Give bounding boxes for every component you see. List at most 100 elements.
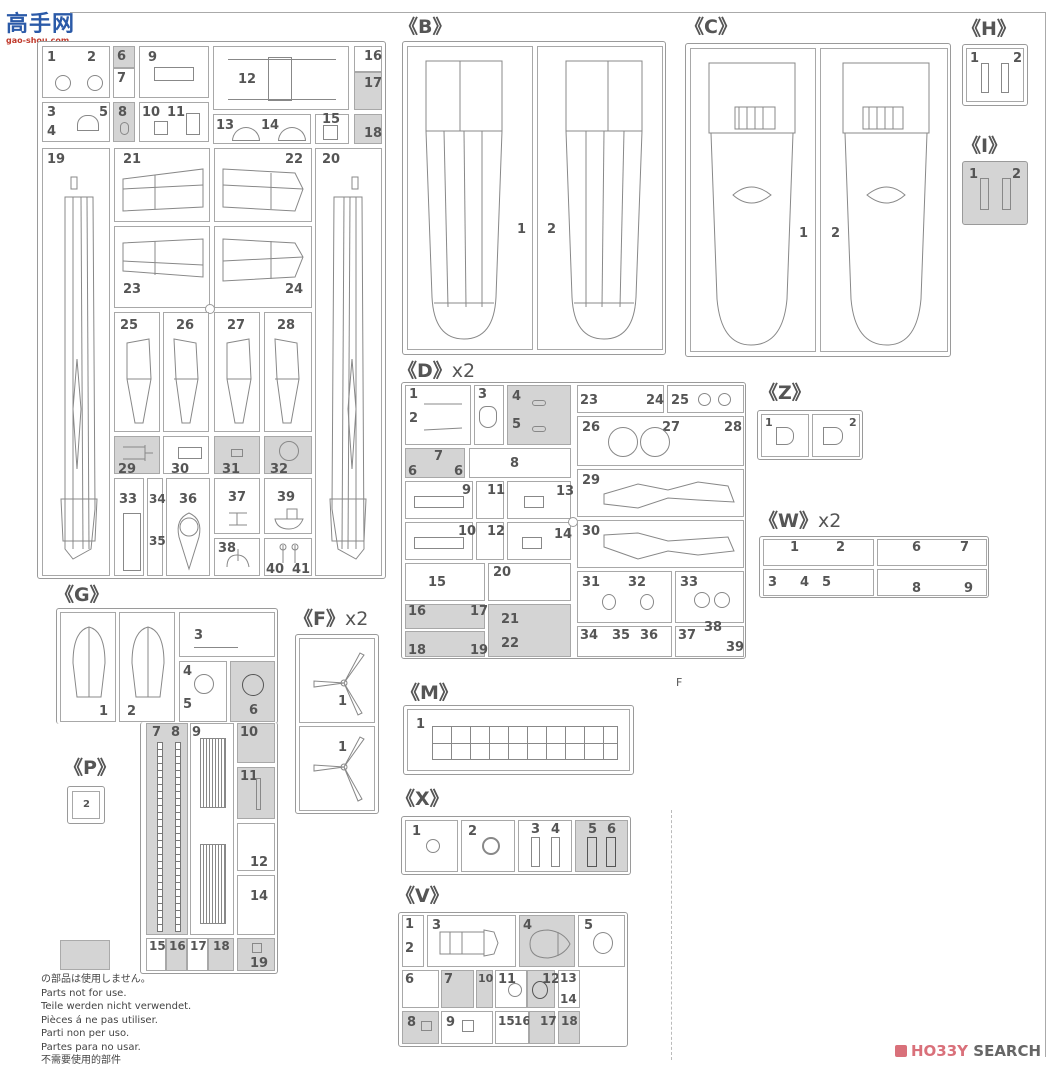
square-part-icon (323, 125, 338, 140)
disc-icon (694, 592, 710, 608)
sprue-g-title: 《G》 (55, 586, 109, 605)
part-number: 2 (1012, 167, 1022, 182)
part-number: 5 (584, 918, 594, 933)
window-icon (551, 837, 560, 867)
seat-rail-icon (175, 742, 181, 932)
part-v1-v2: 1 2 (402, 915, 424, 967)
door-part-icon (1001, 63, 1009, 93)
part-h1-h2: 1 2 (966, 48, 1024, 102)
seat-icon (522, 537, 542, 549)
part-a37: 37 (214, 478, 260, 534)
part-number: 21 (123, 152, 142, 167)
part-number: 24 (285, 282, 304, 297)
part-number: 1 (99, 704, 109, 719)
part-number: 7 (117, 71, 127, 86)
part-x5-x6: 5 6 (575, 820, 628, 872)
hatch-icon (823, 427, 843, 445)
sprue-letter: 《X》 (396, 788, 449, 810)
part-number: 33 (119, 492, 138, 507)
sheet-border-top (70, 12, 1045, 13)
part-a19-fuselage-left: 19 (42, 148, 110, 576)
part-number: 12 (238, 72, 257, 87)
part-number: 24 (646, 393, 665, 408)
seat-icon (524, 496, 544, 508)
part-number: 1 (790, 540, 800, 555)
part-d15: 15 (405, 563, 485, 601)
part-number: 11 (498, 972, 517, 987)
part-number: 22 (501, 636, 520, 651)
cut-line (671, 810, 672, 1060)
part-f1-propeller: 1 (299, 638, 375, 723)
part-d1-d2: 1 2 (405, 385, 471, 445)
door-part-icon (981, 63, 989, 93)
part-number: 10 (240, 725, 259, 740)
part-a20-fuselage-right: 20 (315, 148, 382, 576)
hatch-icon (776, 427, 794, 445)
part-a38: 38 (214, 538, 260, 576)
part-d14: 14 (507, 522, 572, 560)
part-number: 4 (551, 822, 561, 837)
part-number: 6 (117, 49, 127, 64)
panel-strip-icon (414, 537, 464, 549)
part-number: 8 (912, 581, 922, 596)
sprue-d: 1 2 3 4 5 7 6 6 8 9 11 13 10 12 14 (401, 382, 746, 659)
part-number: 6 (249, 703, 259, 718)
part-number: 19 (250, 956, 269, 971)
part-number: 28 (724, 420, 743, 435)
part-number: 1 (409, 387, 419, 402)
part-number: 2 (127, 704, 137, 719)
pod-icon (532, 426, 546, 432)
part-number: 17 (470, 604, 489, 619)
part-a32: 32 (264, 436, 312, 476)
note-line-fr: Pièces á ne pas utiliser. (41, 1014, 158, 1026)
part-g2-cowling: 2 (119, 612, 175, 722)
ring-icon (532, 981, 548, 999)
part-a16: 16 (354, 46, 382, 72)
sprue-x: 1 2 3 4 5 6 (401, 816, 631, 875)
door-part-icon (1002, 178, 1011, 210)
part-d13: 13 (507, 481, 574, 519)
sprue-letter: 《W》 (759, 510, 818, 532)
part-number: 9 (446, 1015, 456, 1030)
part-d8: 8 (469, 448, 571, 478)
part-a13-a14: 13 14 (213, 114, 311, 144)
part-number: 19 (470, 643, 489, 658)
part-number: 3 (432, 918, 442, 933)
part-number: 3 (768, 575, 778, 590)
part-number: 1 (338, 740, 348, 755)
part-number: 16 (408, 604, 427, 619)
tire-icon (640, 427, 670, 457)
part-x1: 1 (405, 820, 458, 872)
part-number: 1 (416, 717, 426, 732)
part-number: 27 (662, 420, 681, 435)
square-part-icon (252, 943, 262, 953)
cowling-half-icon (131, 626, 165, 698)
part-g11: 11 (237, 767, 275, 819)
part-number: 38 (218, 541, 237, 556)
part-number: 28 (277, 318, 296, 333)
dome-part-icon (232, 127, 260, 141)
wing-panel-icon (122, 238, 204, 278)
part-number: 1 (799, 226, 809, 241)
door-part-icon (980, 178, 989, 210)
wing-upper-section-icon (842, 62, 930, 346)
part-g17: 17 (187, 938, 208, 971)
part-g18: 18 (208, 938, 234, 971)
part-number: 4 (523, 918, 533, 933)
part-number: 6 (405, 972, 415, 987)
part-a22-wing: 22 (214, 148, 312, 222)
part-v13-v14: 13 14 (558, 970, 580, 1008)
part-number: 16 (364, 49, 383, 64)
part-number: 9 (462, 483, 472, 498)
part-number: 15 (428, 575, 447, 590)
bracket-icon (154, 67, 194, 81)
sprue-b-title: 《B》 (399, 18, 451, 37)
part-a7: 7 (113, 68, 135, 98)
part-v6: 6 (402, 970, 439, 1008)
part-d33: 33 (675, 571, 744, 623)
turret-icon (426, 839, 440, 853)
part-number: 14 (261, 118, 280, 133)
sprue-h: 1 2 (962, 44, 1028, 106)
part-number: 37 (678, 628, 697, 643)
part-z2: 2 (812, 414, 860, 457)
